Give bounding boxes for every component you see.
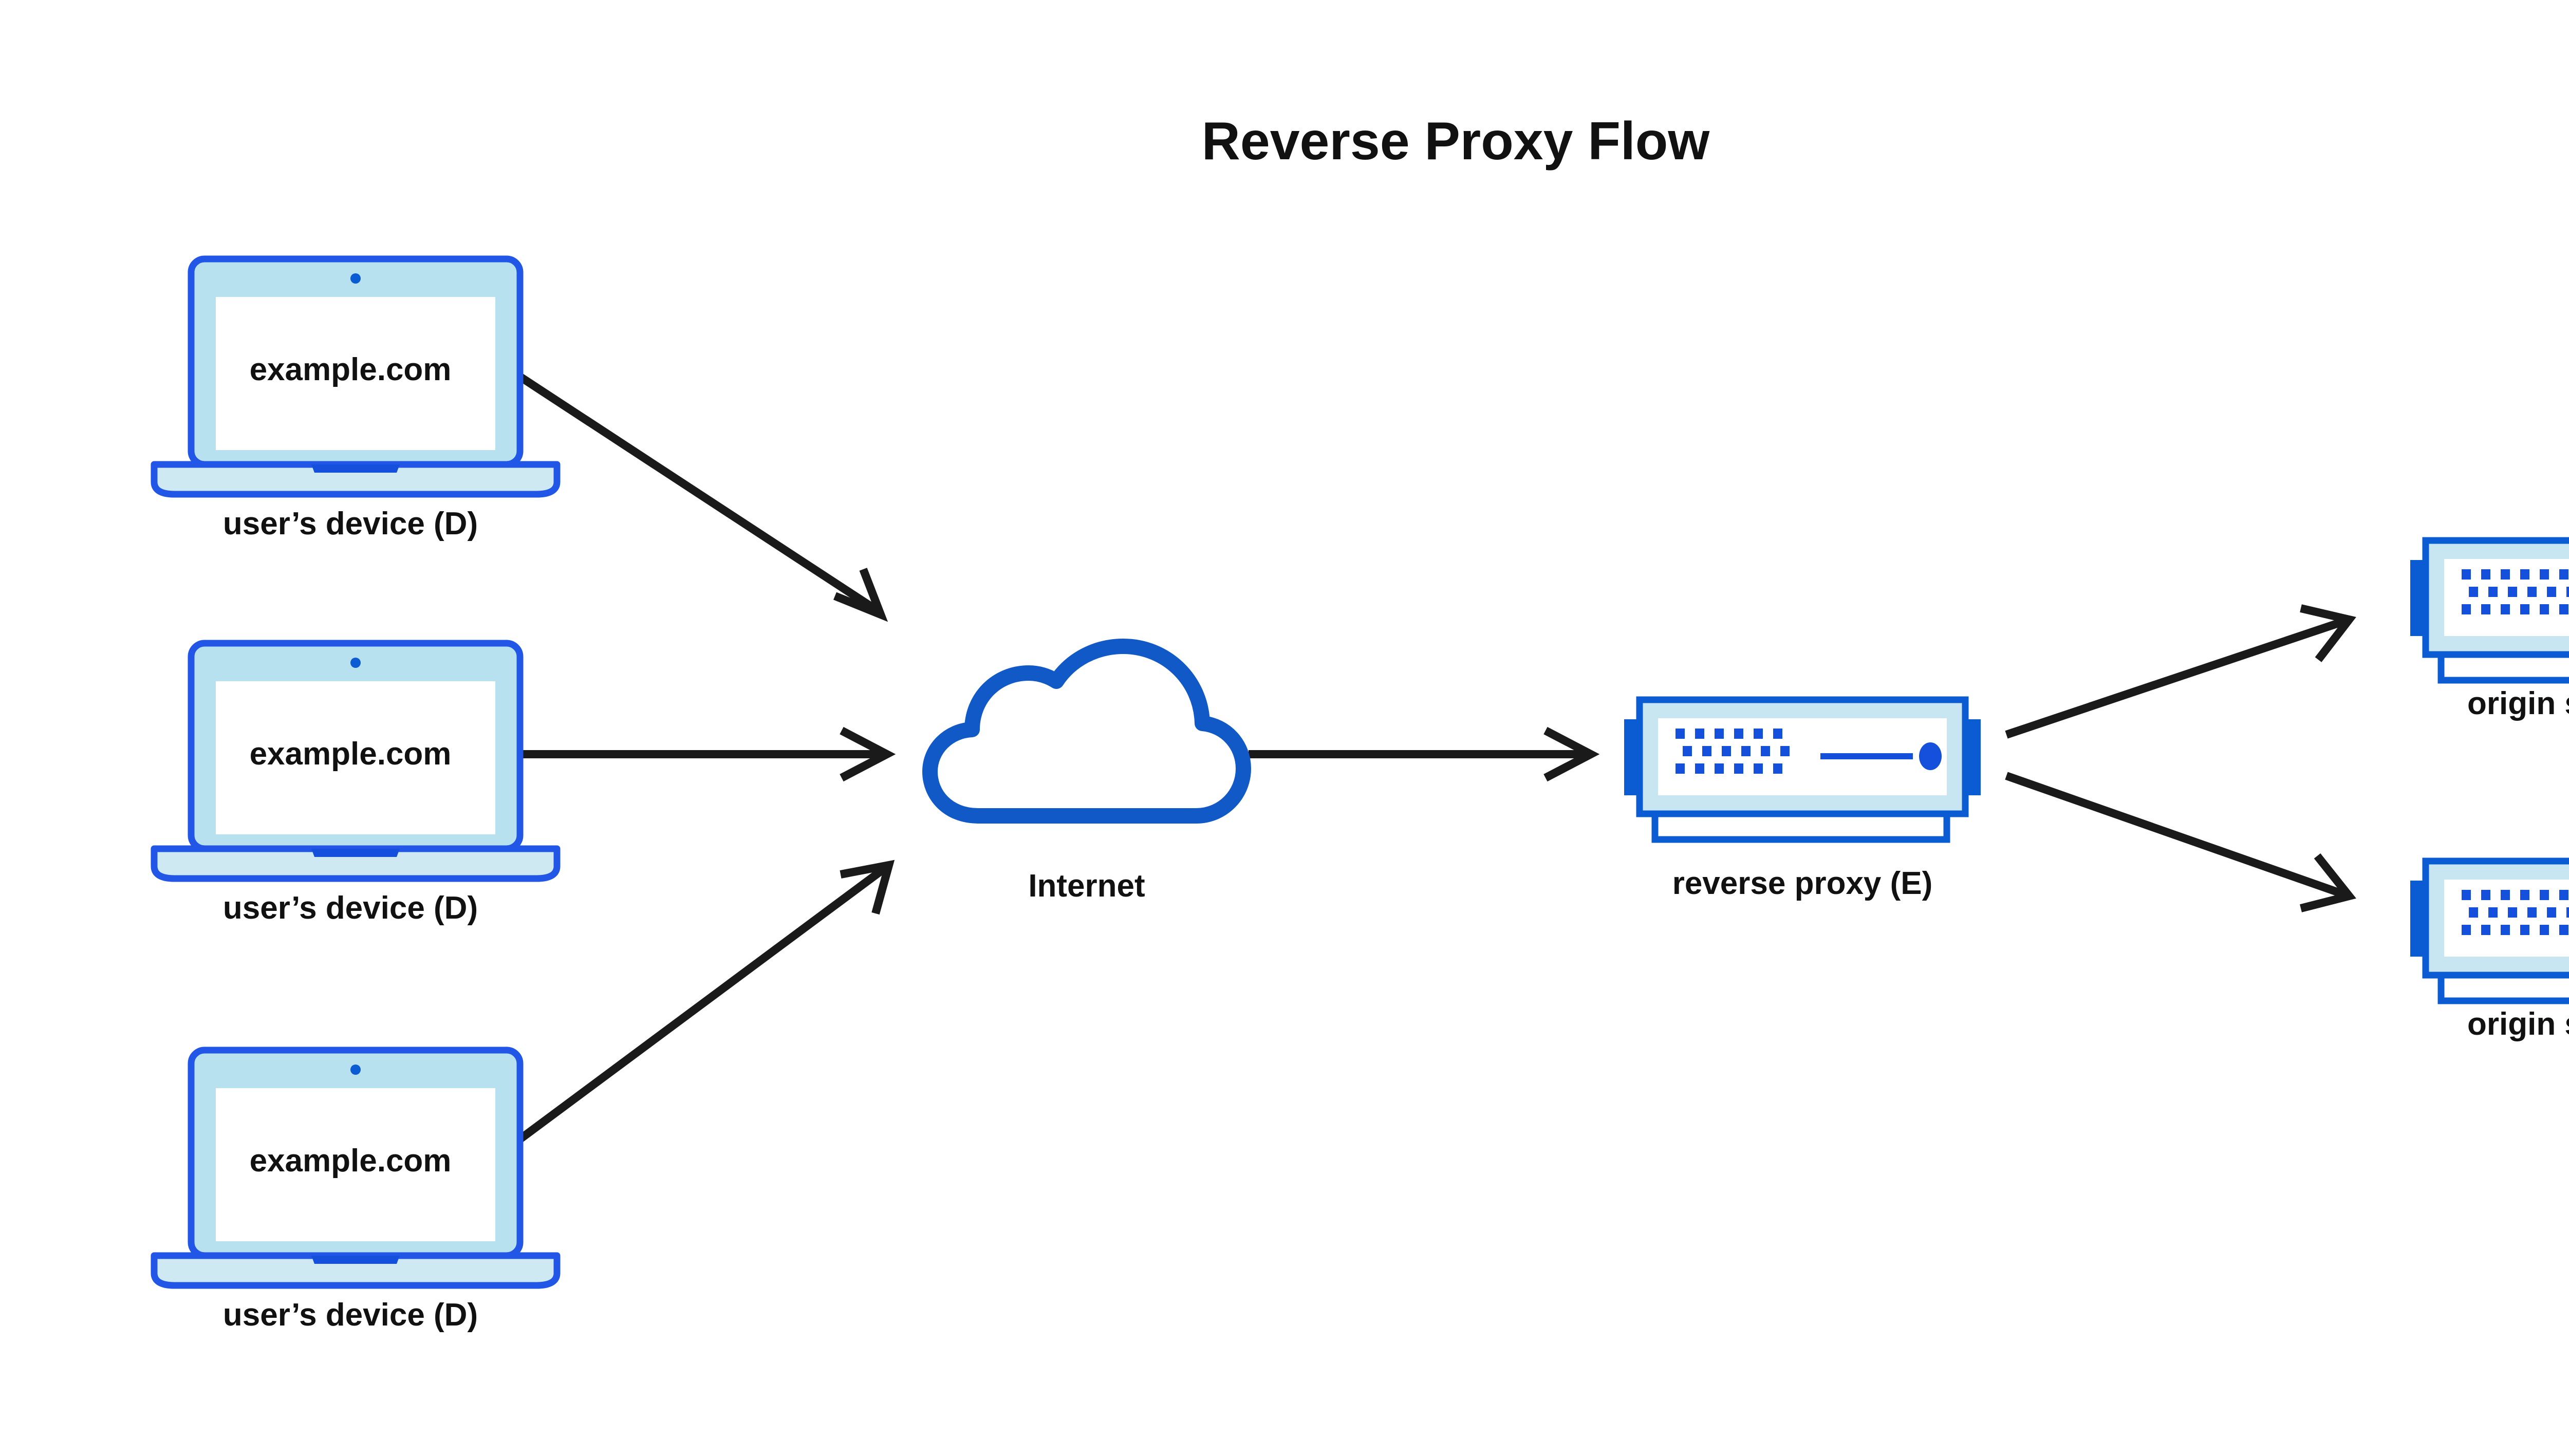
node-label-device-middle: user’s device (D) — [223, 890, 478, 926]
node-label-origin-top: origin server (F) — [2467, 686, 2569, 721]
edge-proxy-origin-top — [2005, 604, 2356, 739]
node-label-reverse-proxy: reverse proxy (E) — [1672, 866, 1933, 901]
edges-layer — [509, 367, 2356, 1149]
edge-device-middle-internet — [516, 726, 896, 782]
node-origin-bottom[interactable]: origin server (F) — [2410, 861, 2569, 1042]
node-internet[interactable]: Internet — [930, 646, 1243, 904]
page-title: Reverse Proxy Flow — [1202, 111, 1710, 171]
node-label-origin-bottom: origin server (F) — [2467, 1006, 2569, 1042]
node-origin-top[interactable]: origin server (F) — [2410, 540, 2569, 721]
node-label-device-bottom: user’s device (D) — [223, 1297, 478, 1333]
server-icon — [1624, 700, 1981, 839]
node-reverse-proxy[interactable]: reverse proxy (E) — [1624, 700, 1981, 901]
node-device-bottom[interactable]: example.com user’s device (D) — [154, 1050, 557, 1333]
edge-device-top-internet — [509, 367, 888, 622]
node-label-device-top: user’s device (D) — [223, 506, 478, 542]
laptop-screen-url: example.com — [250, 1143, 452, 1179]
node-device-top[interactable]: example.com user’s device (D) — [154, 259, 557, 542]
laptop-screen-url: example.com — [250, 736, 452, 772]
edge-device-bottom-internet — [509, 860, 895, 1149]
laptop-screen-url: example.com — [250, 352, 452, 387]
edge-internet-proxy — [1249, 726, 1600, 782]
edge-proxy-origin-bottom — [2005, 772, 2356, 912]
node-label-internet: Internet — [1028, 868, 1145, 904]
node-device-middle[interactable]: example.com user’s device (D) — [154, 643, 557, 926]
